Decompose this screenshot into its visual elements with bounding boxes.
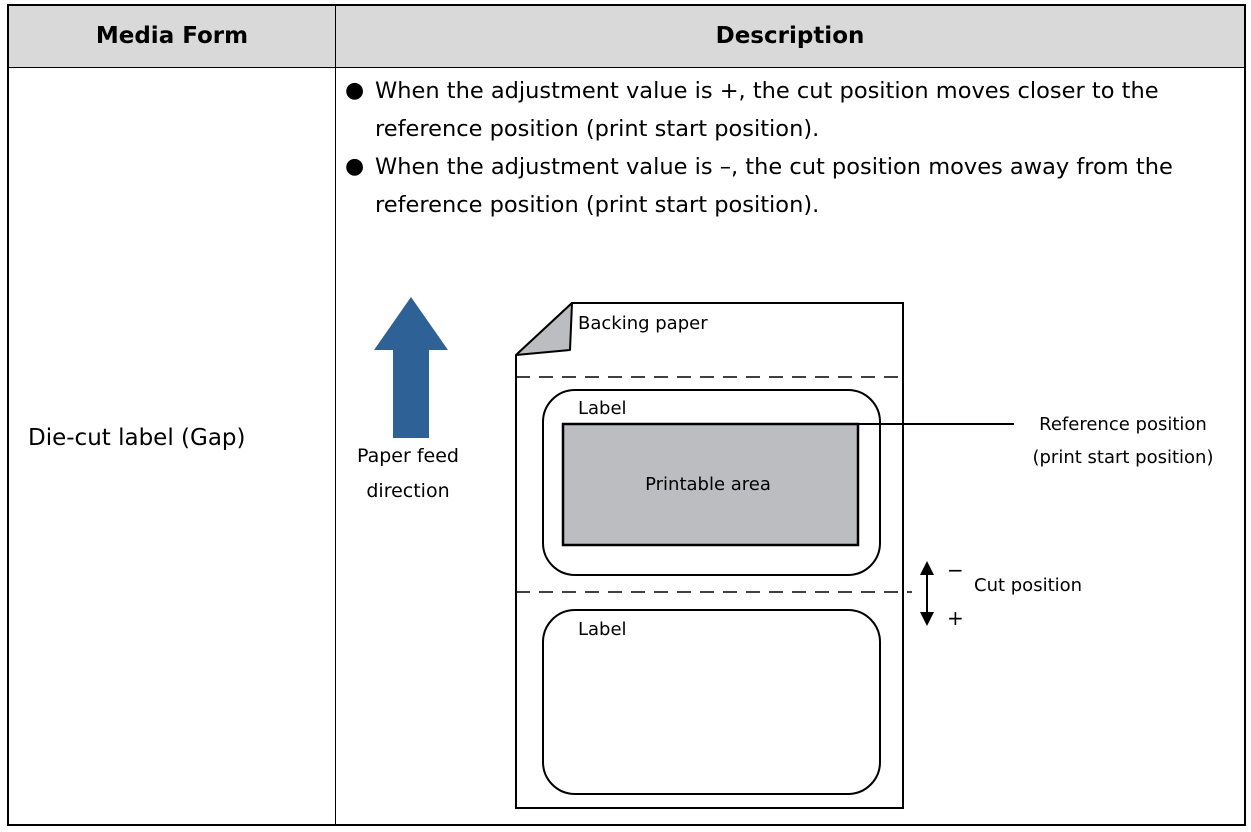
reference-position-label: Reference position (1039, 414, 1207, 435)
cut-position-label: Cut position (974, 575, 1082, 596)
label-bottom (542, 609, 881, 795)
printable-area (561, 422, 860, 547)
column-divider (335, 6, 336, 824)
paper-feed-label: direction (366, 480, 449, 502)
bullet-item: ● When the adjustment value is –, the cu… (335, 148, 1225, 224)
bullet-icon: ● (345, 78, 365, 103)
folded-corner-icon (515, 302, 573, 356)
paper-feed-arrow-icon (374, 297, 448, 438)
media-form-cell: Die-cut label (Gap) (28, 425, 246, 451)
reference-position-label: (print start position) (1032, 447, 1213, 468)
label-top-text: Label (578, 398, 627, 419)
paper-feed-label: Paper feed (357, 445, 459, 467)
printable-area-label: Printable area (645, 474, 771, 495)
bullet-text: When the adjustment value is +, the cut … (375, 78, 1159, 142)
header-description: Description (715, 23, 865, 49)
label-bottom-text: Label (578, 619, 627, 640)
header-media-form: Media Form (95, 23, 249, 49)
plus-sign: + (947, 606, 964, 630)
minus-sign: − (947, 558, 964, 582)
bullet-item: ● When the adjustment value is +, the cu… (335, 72, 1225, 148)
bullet-icon: ● (345, 154, 365, 179)
backing-paper-label: Backing paper (578, 313, 708, 334)
bullet-text: When the adjustment value is –, the cut … (375, 154, 1173, 218)
media-form-table: Media Form Description (7, 4, 1246, 826)
description-bullets: ● When the adjustment value is +, the cu… (335, 72, 1225, 224)
cut-adjust-arrows-icon (920, 561, 934, 626)
table-header-row (9, 6, 1244, 68)
